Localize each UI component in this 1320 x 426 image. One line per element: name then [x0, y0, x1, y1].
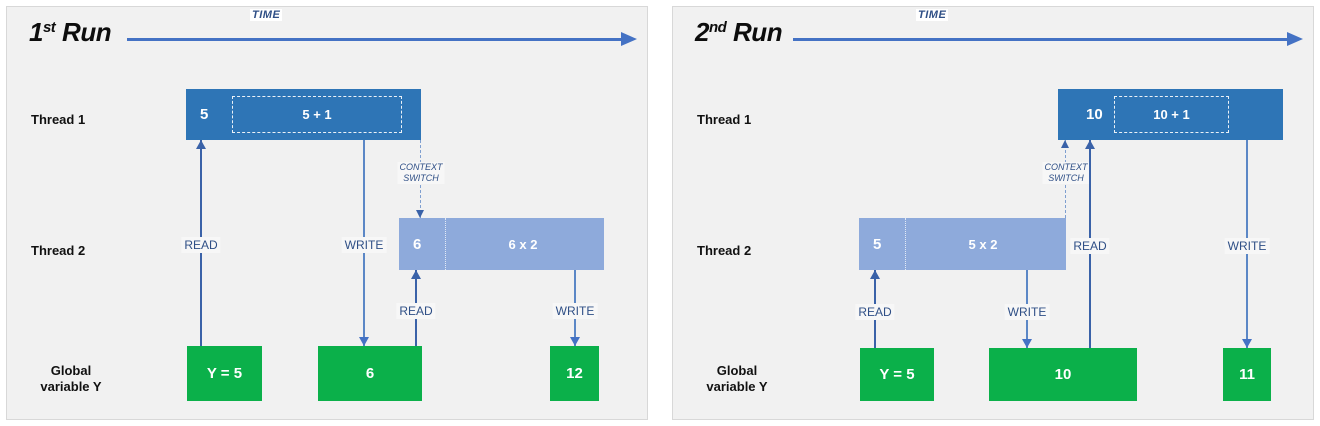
arrow-head-down-icon: [1242, 339, 1252, 348]
time-axis-arrow: [127, 29, 637, 51]
arrow-head-up-icon: [196, 140, 206, 149]
thread2-block-value: 6: [413, 235, 422, 253]
arrow-label-thread2-write: WRITE: [1004, 304, 1050, 320]
title-number: 2: [695, 17, 709, 47]
context-switch-label: CONTEXT SWITCH: [1042, 162, 1090, 184]
global-box-1: Y = 5: [187, 346, 262, 401]
thread2-execution-block: 6 6 x 2: [399, 218, 604, 270]
thread1-execution-block: 5 5 + 1: [186, 89, 421, 140]
global-box-3-label: 11: [1239, 366, 1255, 383]
arrow-label-thread1-read: READ: [181, 237, 221, 253]
global-box-3: 11: [1223, 348, 1271, 401]
time-axis-label: TIME: [916, 9, 949, 21]
title-word: Run: [733, 17, 783, 47]
global-box-2: 10: [989, 348, 1137, 401]
thread1-block-expression: 5 + 1: [232, 96, 402, 133]
thread1-block-expression: 10 + 1: [1114, 96, 1229, 133]
global-box-2-label: 6: [365, 365, 375, 382]
thread1-block-value: 5: [200, 106, 209, 123]
global-box-1-label: Y = 5: [879, 366, 915, 383]
title-ordinal: st: [42, 19, 56, 36]
row-label-global-variable: Global variable Y: [40, 363, 102, 394]
arrow-label-thread2-read: READ: [855, 304, 895, 320]
title-ordinal: nd: [708, 19, 727, 36]
context-switch-label: CONTEXT SWITCH: [397, 162, 445, 184]
time-axis-arrowhead-icon: [1287, 32, 1303, 46]
arrow-head-down-icon: [1022, 339, 1032, 348]
row-label-thread1: Thread 1: [31, 112, 86, 127]
time-axis-line: [127, 38, 623, 41]
title-number: 1: [29, 17, 43, 47]
arrow-head-down-icon: [570, 337, 580, 346]
panel-second-run: 2nd Run TIME Thread 1 Thread 2 Global va…: [672, 6, 1314, 420]
thread2-execution-block: 5 5 x 2: [859, 218, 1066, 270]
thread2-block-expression: 6 x 2: [445, 218, 600, 270]
context-switch-arrowhead-icon: [416, 210, 424, 218]
time-axis-label: TIME: [250, 9, 283, 21]
arrow-head-down-icon: [359, 337, 369, 346]
time-axis-line: [793, 38, 1289, 41]
arrow-label-thread2-write: WRITE: [552, 303, 598, 319]
global-box-2-label: 10: [1054, 366, 1072, 383]
row-label-global-variable: Global variable Y: [706, 363, 768, 394]
global-box-1-label: Y = 5: [206, 365, 243, 382]
panel-title-second-run: 2nd Run: [695, 17, 783, 48]
global-box-3: 12: [550, 346, 599, 401]
arrow-label-thread2-read: READ: [396, 303, 436, 319]
arrow-head-up-icon: [870, 270, 880, 279]
arrow-label-thread1-write: WRITE: [341, 237, 387, 253]
arrow-head-up-icon: [411, 270, 421, 279]
thread2-block-value: 5: [873, 235, 882, 253]
context-switch-arrowhead-icon: [1061, 140, 1069, 148]
row-label-thread1: Thread 1: [697, 112, 752, 127]
thread1-block-value: 10: [1086, 106, 1103, 123]
arrow-label-thread1-read: READ: [1070, 238, 1110, 254]
panel-first-run: 1st Run TIME Thread 1 Thread 2 Global va…: [6, 6, 648, 420]
panel-title-first-run: 1st Run: [29, 17, 112, 48]
row-label-thread2: Thread 2: [697, 243, 752, 258]
time-axis-arrow: [793, 29, 1303, 51]
time-axis-arrowhead-icon: [621, 32, 637, 46]
thread2-block-expression: 5 x 2: [905, 218, 1060, 270]
arrow-head-up-icon: [1085, 140, 1095, 149]
row-label-thread2: Thread 2: [31, 243, 86, 258]
global-box-2: 6: [318, 346, 422, 401]
title-word: Run: [62, 17, 112, 47]
global-box-3-label: 12: [566, 365, 583, 382]
thread1-execution-block: 10 10 + 1: [1058, 89, 1283, 140]
arrow-label-thread1-write: WRITE: [1224, 238, 1270, 254]
global-box-1: Y = 5: [860, 348, 934, 401]
